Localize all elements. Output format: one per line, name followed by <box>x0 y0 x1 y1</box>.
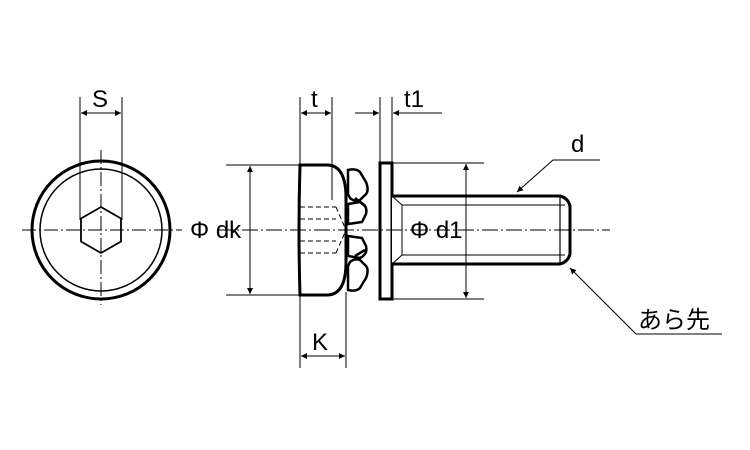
t1-label: t1 <box>404 86 424 113</box>
k-label: K <box>312 329 328 356</box>
socket-hidden-lines <box>300 206 347 254</box>
flat-washer <box>378 161 394 301</box>
thread-end-label: あら先 <box>638 307 710 334</box>
side-view <box>218 97 722 368</box>
thread-end-leader <box>569 267 722 335</box>
t-label: t <box>311 86 318 113</box>
d-leader <box>516 159 600 193</box>
dk-label: Φ dk <box>190 217 242 244</box>
d-label: d <box>571 131 584 158</box>
hex-socket <box>80 205 122 255</box>
s-label: S <box>92 86 108 113</box>
spring-washer <box>346 168 369 292</box>
end-view <box>22 97 182 305</box>
d1-label: Φ d1 <box>410 217 463 244</box>
